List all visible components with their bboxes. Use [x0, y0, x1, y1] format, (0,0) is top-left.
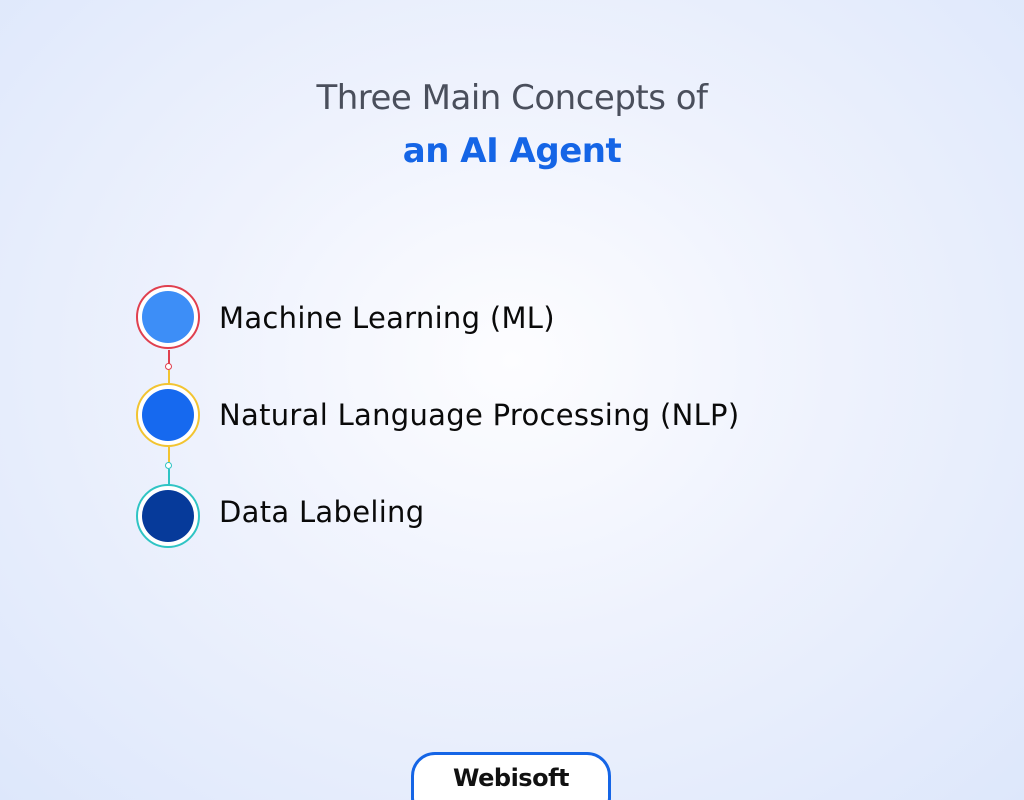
concept-node-nlp — [136, 383, 200, 447]
concept-label-nlp: Natural Language Processing (NLP) — [219, 398, 740, 432]
connector-2-lower — [168, 469, 170, 485]
concept-node-ml — [136, 285, 200, 349]
connector-1-lower — [168, 370, 170, 386]
concept-dot-nlp — [142, 389, 194, 441]
connector-2-joint — [165, 462, 172, 469]
connector-1-joint — [165, 363, 172, 370]
connector-1-upper — [168, 350, 170, 366]
concept-node-data-labeling — [136, 484, 200, 548]
brand-logo-text: Webisoft — [453, 764, 570, 792]
brand-logo: Webisoft — [411, 752, 611, 800]
concept-label-data-labeling: Data Labeling — [219, 495, 425, 529]
concept-dot-ml — [142, 291, 194, 343]
title-line-2: an AI Agent — [402, 131, 622, 171]
title-line-1: Three Main Concepts of — [316, 78, 708, 118]
connector-2-upper — [168, 447, 170, 463]
concept-label-ml: Machine Learning (ML) — [219, 301, 555, 335]
concept-dot-data-labeling — [142, 490, 194, 542]
